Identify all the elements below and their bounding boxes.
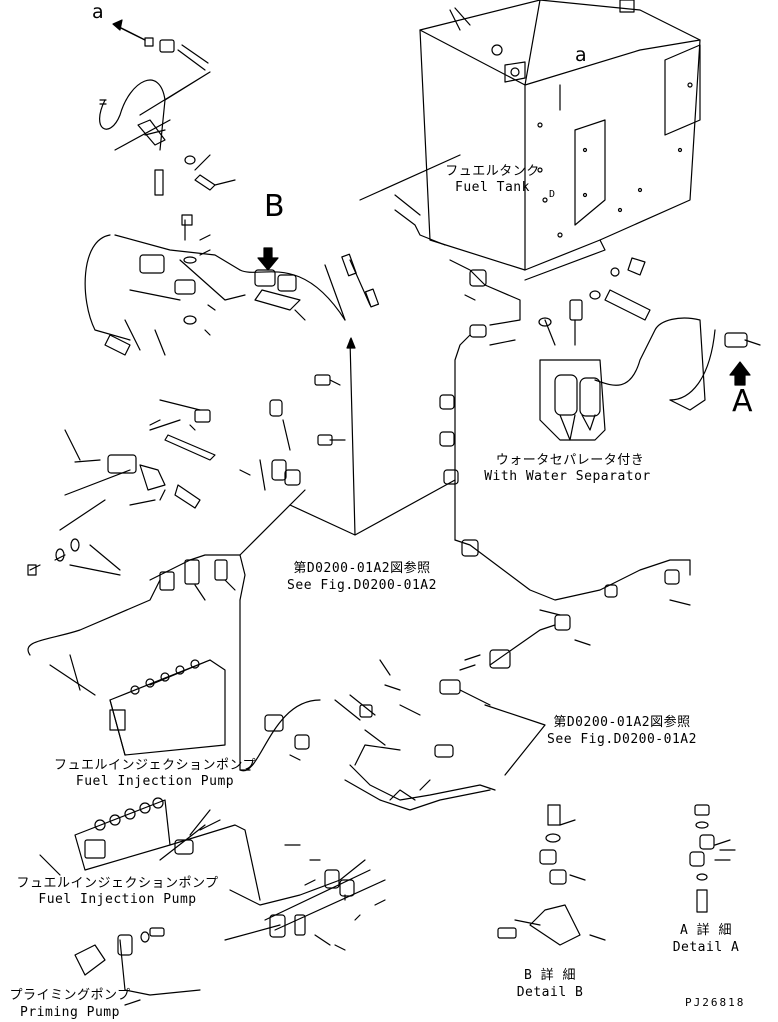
see-fig-2-label-jp: 第D0200-01A2図参照 xyxy=(553,715,691,730)
fuel-tank-label-jp: フュエルタンク xyxy=(445,164,540,179)
central-fuel-lines xyxy=(149,489,321,772)
top-left-assembly xyxy=(99,19,236,196)
view-b-label: B xyxy=(264,189,286,224)
water-separator xyxy=(538,257,651,441)
fuel-tank-label-en: Fuel Tank xyxy=(455,180,530,195)
middle-left-assembly xyxy=(27,374,346,696)
detail-b-label-en: Detail B xyxy=(516,985,584,1000)
detail-b-label-jp: B 詳 細 xyxy=(524,968,576,983)
tank-mark: D xyxy=(549,189,556,200)
fuel-injection-pump-2 xyxy=(39,797,171,876)
upper-hose-assembly xyxy=(84,214,380,356)
detail-a-label-jp: A 詳 細 xyxy=(680,923,732,938)
centre-fittings xyxy=(334,614,571,811)
priming-pump-label-en: Priming Pump xyxy=(20,1005,120,1020)
see-fig-1-label-jp: 第D0200-01A2図参照 xyxy=(293,561,431,576)
tank-return-line xyxy=(394,209,691,601)
injection-pump-2-label-jp: フュエルインジェクションポンプ xyxy=(16,876,219,891)
drawing-number: PJ26818 xyxy=(685,996,746,1009)
see-fig-2-label-en: See Fig.D0200-01A2 xyxy=(547,732,697,747)
fuel-tank xyxy=(419,0,701,281)
injection-pump-1-label-jp: フュエルインジェクションポンプ xyxy=(53,758,257,773)
water-separator-label-jp: ウォータセパレータ付き xyxy=(495,453,645,468)
water-separator-label-en: With Water Separator xyxy=(484,469,651,484)
ref-a-left-label: a xyxy=(92,1,105,23)
lower-fuel-lines xyxy=(74,809,386,1006)
fuel-injection-pump-1 xyxy=(69,654,226,756)
view-a-label: A xyxy=(732,384,754,419)
ref-a-tank-label: a xyxy=(575,44,588,66)
injection-pump-1-label-en: Fuel Injection Pump xyxy=(75,774,235,789)
detail-a xyxy=(689,804,731,913)
detail-b xyxy=(497,804,581,946)
priming-pump-label-jp: プライミングポンプ xyxy=(9,988,131,1003)
injection-pump-2-label-en: Fuel Injection Pump xyxy=(38,892,197,907)
see-fig-1-label-en: See Fig.D0200-01A2 xyxy=(287,578,437,593)
detail-a-label-en: Detail A xyxy=(672,940,740,955)
